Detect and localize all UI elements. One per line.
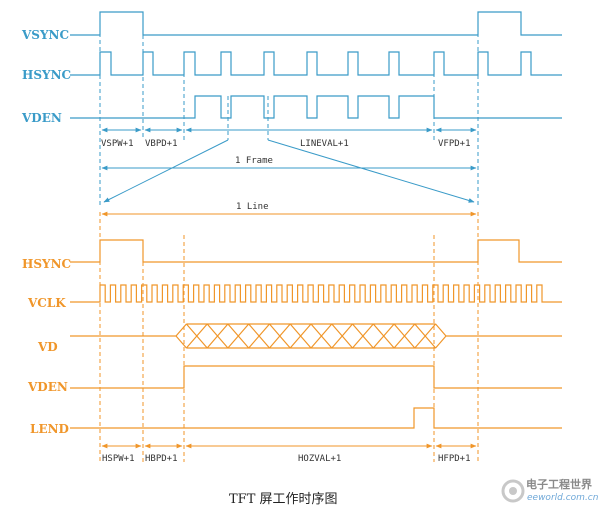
hsync-label-top: HSYNC [22, 68, 71, 82]
vertical-timing: VSYNC HSYNC VDEN VSPW+1 VBPD+1 LINEVAL+1… [21, 11, 562, 205]
vspw-label: VSPW+1 [101, 139, 134, 149]
vd-label: VD [37, 340, 58, 354]
hbpd-label: HBPD+1 [145, 454, 178, 464]
hfpd-label: HFPD+1 [438, 454, 471, 464]
lineval-label: LINEVAL+1 [300, 139, 349, 149]
vden-label-top: VDEN [21, 111, 62, 125]
vfpd-label: VFPD+1 [438, 139, 471, 149]
line-label: 1 Line [236, 202, 269, 212]
lend-label: LEND [30, 422, 69, 436]
hsync-label-bottom: HSYNC [22, 257, 71, 271]
vd-waveform [70, 323, 562, 349]
hsync-waveform-top [70, 51, 562, 76]
top-span-arrows [101, 127, 477, 171]
vsync-label: VSYNC [21, 28, 69, 42]
vden-waveform-top [70, 95, 562, 119]
vclk-label: VCLK [27, 296, 66, 310]
vclk-waveform [70, 284, 562, 303]
hozval-label: HOZVAL+1 [298, 454, 341, 464]
frame-label: 1 Frame [235, 156, 273, 166]
vden-waveform-bottom [70, 365, 562, 389]
lend-waveform [70, 407, 562, 429]
vbpd-label: VBPD+1 [145, 139, 178, 149]
hsync-waveform-bottom [70, 239, 562, 263]
hspw-label: HSPW+1 [102, 454, 135, 464]
watermark-site: eeworld.com.cn [527, 493, 598, 503]
bottom-guide-lines [99, 212, 479, 462]
eeworld-logo: 电子工程世界 eeworld.com.cn [501, 477, 598, 503]
vsync-waveform [70, 11, 562, 36]
vden-label-bottom: VDEN [27, 380, 68, 394]
watermark-brand: 电子工程世界 [526, 477, 592, 491]
zoom-lines [103, 139, 475, 203]
top-guide-lines [99, 12, 479, 205]
horizontal-timing: HSYNC VCLK VD VDEN LEND 1 Line HSPW+1 HB… [22, 202, 562, 464]
diagram-caption: TFT 屏工作时序图 [229, 492, 338, 507]
